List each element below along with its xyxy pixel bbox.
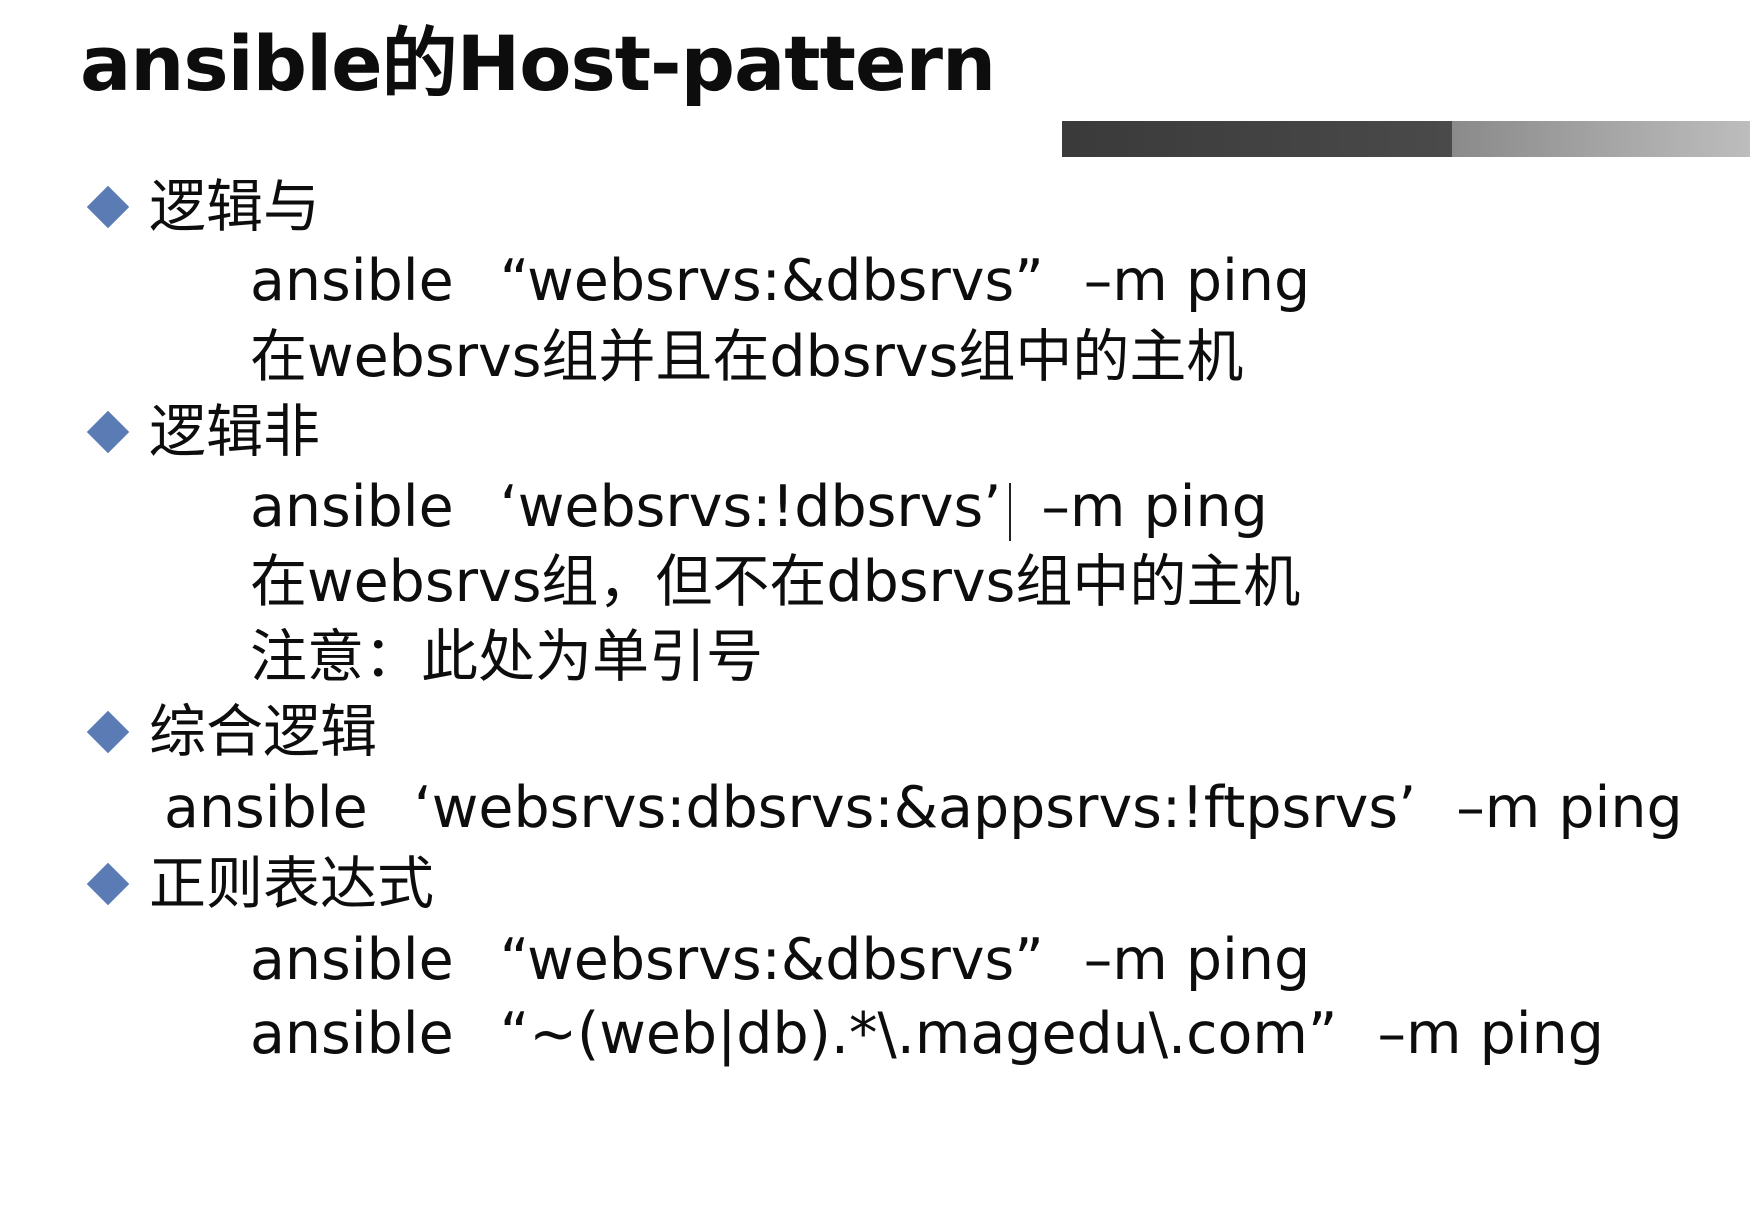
diamond-bullet-icon <box>86 185 130 229</box>
note-line: 注意：此处为单引号 <box>250 624 763 690</box>
section-heading-text: 逻辑非 <box>149 399 320 465</box>
command-option: –m ping <box>1083 927 1311 993</box>
section-heading-text: 综合逻辑 <box>149 699 377 765</box>
command-line: ansible “websrvs:&dbsrvs” –m ping <box>250 925 1310 995</box>
command-option: –m ping <box>1377 1001 1604 1067</box>
section-heading-regex: 正则表达式 <box>84 849 434 919</box>
section-heading-combined: 综合逻辑 <box>84 697 377 767</box>
text-cursor <box>1009 483 1011 541</box>
command-name: ansible <box>250 248 454 314</box>
command-pattern: “websrvs:&dbsrvs” <box>499 927 1044 993</box>
command-pattern: “websrvs:&dbsrvs” <box>499 248 1044 314</box>
title-bar-dark-segment <box>1062 121 1452 157</box>
command-option: –m ping <box>1456 775 1683 841</box>
title-bar-light-segment <box>1452 121 1750 157</box>
section-heading-text: 正则表达式 <box>149 851 434 917</box>
command-option: –m ping <box>1041 474 1268 540</box>
command-pattern: “~(web|db).*\.magedu\.com” <box>499 1001 1338 1067</box>
command-name: ansible <box>250 927 454 993</box>
description-line: 在websrvs组并且在dbsrvs组中的主机 <box>250 324 1244 390</box>
command-name: ansible <box>250 1001 454 1067</box>
command-pattern: ‘websrvs:dbsrvs:&appsrvs:!ftpsrvs’ <box>413 775 1417 841</box>
command-line: ansible “~(web|db).*\.magedu\.com” –m pi… <box>250 999 1604 1069</box>
section-heading-and: 逻辑与 <box>84 172 320 242</box>
diamond-bullet-icon <box>86 862 130 906</box>
command-line: ansible ‘websrvs:!dbsrvs’ –m ping <box>250 472 1268 542</box>
command-name: ansible <box>164 775 368 841</box>
command-name: ansible <box>250 474 454 540</box>
description-line: 在websrvs组，但不在dbsrvs组中的主机 <box>250 549 1301 615</box>
title-decoration-bar <box>1062 121 1750 157</box>
command-line: ansible “websrvs:&dbsrvs” –m ping <box>250 246 1310 316</box>
slide-title: ansible的Host-pattern <box>80 19 996 108</box>
command-line: ansible ‘websrvs:dbsrvs:&appsrvs:!ftpsrv… <box>164 773 1683 843</box>
diamond-bullet-icon <box>86 410 130 454</box>
diamond-bullet-icon <box>86 710 130 754</box>
section-heading-not: 逻辑非 <box>84 397 320 467</box>
section-heading-text: 逻辑与 <box>149 174 320 240</box>
command-pattern: ‘websrvs:!dbsrvs’ <box>499 474 1002 540</box>
command-option: –m ping <box>1083 248 1311 314</box>
